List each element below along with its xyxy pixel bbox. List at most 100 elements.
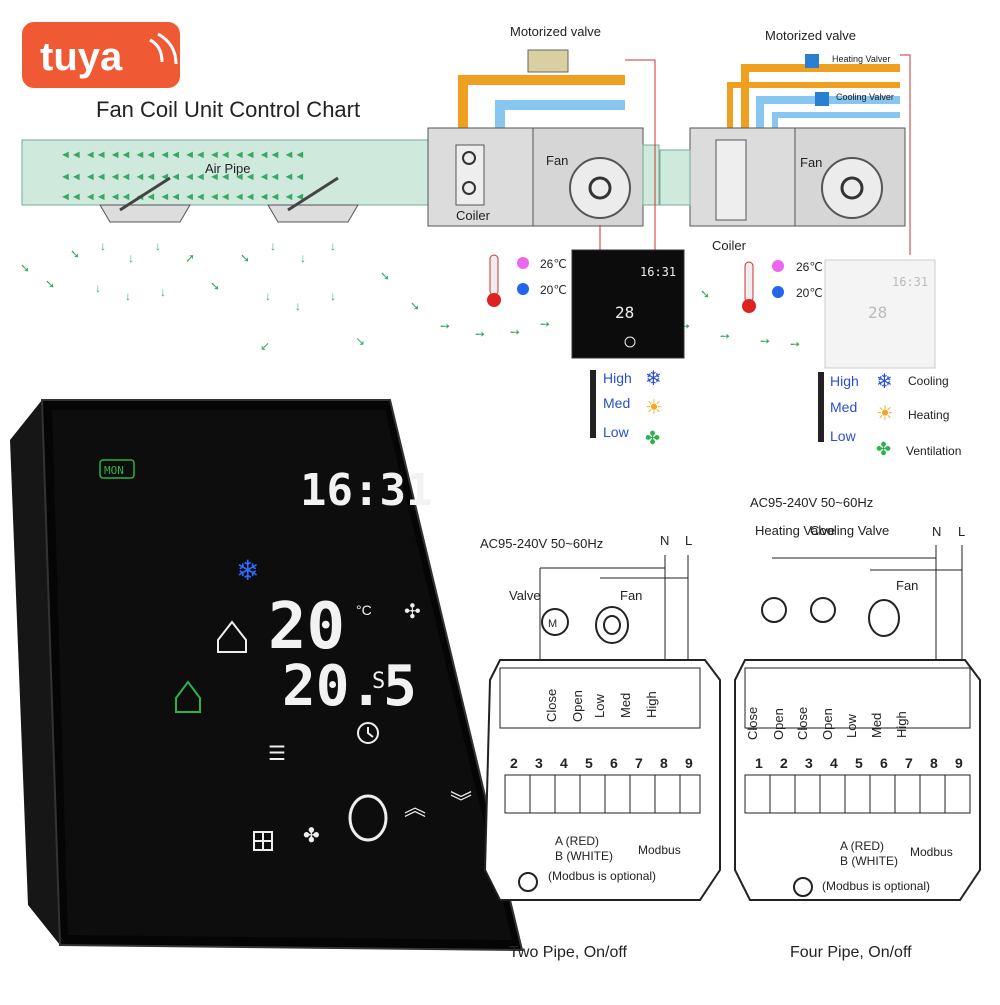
svg-text:➙: ➙ bbox=[540, 317, 550, 331]
four-pipe-modbus: Modbus bbox=[910, 845, 953, 859]
svg-text:↓: ↓ bbox=[265, 289, 271, 303]
away-icon bbox=[175, 680, 201, 713]
svg-text:➚: ➚ bbox=[185, 251, 195, 265]
svg-text:28: 28 bbox=[615, 303, 634, 322]
svg-text:❄: ❄ bbox=[876, 371, 893, 393]
svg-text:4: 4 bbox=[830, 755, 838, 771]
mini-thermostat-black bbox=[571, 249, 685, 359]
svg-text:Close: Close bbox=[795, 707, 810, 740]
svg-text:➘: ➘ bbox=[380, 269, 390, 283]
two-pipe-modbus: Modbus bbox=[638, 843, 681, 857]
svg-text:➘: ➘ bbox=[240, 251, 250, 265]
svg-text:Open: Open bbox=[570, 690, 585, 722]
right-valve-label: Motorized valve bbox=[765, 28, 856, 43]
svg-text:8: 8 bbox=[930, 755, 938, 771]
two-pipe-valve-label: Valve bbox=[509, 588, 541, 603]
left-high: High bbox=[603, 370, 632, 386]
cooling-valve-motor-icon bbox=[810, 597, 836, 623]
down-arrow-icon[interactable]: ︾ bbox=[450, 790, 472, 815]
svg-text:➘: ➘ bbox=[45, 277, 55, 291]
four-pipe-caption: Four Pipe, On/off bbox=[790, 944, 912, 961]
svg-text:Close: Close bbox=[745, 707, 760, 740]
tuya-logo: tuya bbox=[22, 22, 180, 88]
two-pipe-caption: Two Pipe, On/off bbox=[509, 944, 628, 961]
left-hot-temp: 26℃ bbox=[540, 257, 567, 271]
cooling-label: Cooling bbox=[908, 374, 949, 388]
power-button[interactable] bbox=[348, 794, 388, 842]
chart-title: Fan Coil Unit Control Chart bbox=[96, 97, 360, 122]
svg-text:➙: ➙ bbox=[720, 329, 730, 343]
svg-text:↓: ↓ bbox=[128, 251, 134, 265]
left-med: Med bbox=[603, 395, 630, 411]
svg-text:↓: ↓ bbox=[125, 289, 131, 303]
svg-text:↓: ↓ bbox=[300, 251, 306, 265]
speed-bar bbox=[590, 370, 596, 438]
svg-text:2: 2 bbox=[780, 755, 788, 771]
four-pipe-cooling-valve: Cooling Valve bbox=[810, 523, 889, 538]
svg-text:↓: ↓ bbox=[155, 239, 161, 253]
two-pipe-n: N bbox=[660, 533, 669, 548]
mon-label: MON bbox=[104, 464, 124, 477]
svg-text:2: 2 bbox=[510, 755, 518, 771]
svg-text:1: 1 bbox=[755, 755, 763, 771]
right-low: Low bbox=[830, 428, 857, 444]
svg-text:16:31: 16:31 bbox=[892, 275, 928, 289]
thermostat-device: MON 16:31 ❄ 20 °C 20.5 S ✣ ☰ ︽ ︾ ✤ bbox=[10, 399, 524, 952]
svg-text:5: 5 bbox=[855, 755, 863, 771]
left-cold-temp: 20℃ bbox=[540, 283, 567, 297]
right-high: High bbox=[830, 373, 859, 389]
left-fan-label: Fan bbox=[546, 153, 568, 168]
svg-text:Low: Low bbox=[844, 714, 859, 738]
two-pipe-supply: AC95-240V 50~60Hz bbox=[480, 536, 603, 551]
svg-text:↓: ↓ bbox=[270, 239, 276, 253]
svg-text:➘: ➘ bbox=[700, 287, 710, 301]
svg-text:↓: ↓ bbox=[160, 285, 166, 299]
heating-label: Heating bbox=[908, 408, 949, 422]
right-coiler-label: Coiler bbox=[712, 238, 747, 253]
two-pipe-wiring: AC95-240V 50~60Hz N L Valve M Fan Close … bbox=[480, 533, 721, 961]
left-coiler-label: Coiler bbox=[456, 208, 491, 223]
up-arrow-icon[interactable]: ︽ bbox=[404, 795, 426, 820]
svg-text:6: 6 bbox=[610, 755, 618, 771]
clock-icon bbox=[357, 722, 379, 744]
two-pipe-modbus-a: A (RED) bbox=[555, 834, 599, 848]
svg-text:↓: ↓ bbox=[95, 281, 101, 295]
svg-text:➙: ➙ bbox=[790, 337, 800, 351]
four-pipe-l: L bbox=[958, 524, 965, 539]
wifi-icon[interactable]: ☰ bbox=[268, 743, 286, 765]
fan-speed-button[interactable]: ✤ bbox=[303, 825, 320, 847]
svg-text:8: 8 bbox=[660, 755, 668, 771]
svg-text:High: High bbox=[894, 711, 909, 738]
logo-text: tuya bbox=[40, 35, 123, 79]
svg-text:↓: ↓ bbox=[295, 299, 301, 313]
svg-text:➘: ➘ bbox=[410, 299, 420, 313]
svg-text:6: 6 bbox=[880, 755, 888, 771]
fan-indicator-icon: ✣ bbox=[404, 601, 421, 623]
svg-text:➙: ➙ bbox=[680, 319, 690, 333]
fan-icon bbox=[588, 176, 612, 200]
svg-text:16:31: 16:31 bbox=[640, 265, 676, 279]
mon-badge bbox=[99, 459, 135, 479]
two-pipe-modbus-note: (Modbus is optional) bbox=[548, 869, 656, 883]
right-fcu: Motorized valve Heating Valver Cooling V… bbox=[659, 28, 911, 255]
svg-text:➘: ➘ bbox=[70, 247, 80, 261]
valve-icon bbox=[541, 608, 569, 636]
snowflake-icon: ❄ bbox=[236, 555, 259, 586]
svg-text:↓: ↓ bbox=[100, 239, 106, 253]
four-pipe-n: N bbox=[932, 524, 941, 539]
four-pipe-wiring: AC95-240V 50~60Hz Heating Valve Cooling … bbox=[734, 495, 981, 961]
room-temp-display: 20.5 bbox=[282, 654, 417, 719]
svg-text:➙: ➙ bbox=[760, 334, 770, 348]
heating-valve-icon bbox=[805, 54, 819, 68]
two-pipe-l: L bbox=[685, 533, 692, 548]
cold-dot bbox=[517, 283, 529, 295]
svg-text:4: 4 bbox=[560, 755, 568, 771]
svg-text:3: 3 bbox=[805, 755, 813, 771]
celsius-unit: °C bbox=[356, 602, 372, 618]
two-pipe-modbus-b: B (WHITE) bbox=[555, 849, 613, 863]
svg-text:☀: ☀ bbox=[876, 403, 894, 425]
svg-text:↘: ↘ bbox=[355, 334, 365, 348]
svg-text:Open: Open bbox=[771, 708, 786, 740]
